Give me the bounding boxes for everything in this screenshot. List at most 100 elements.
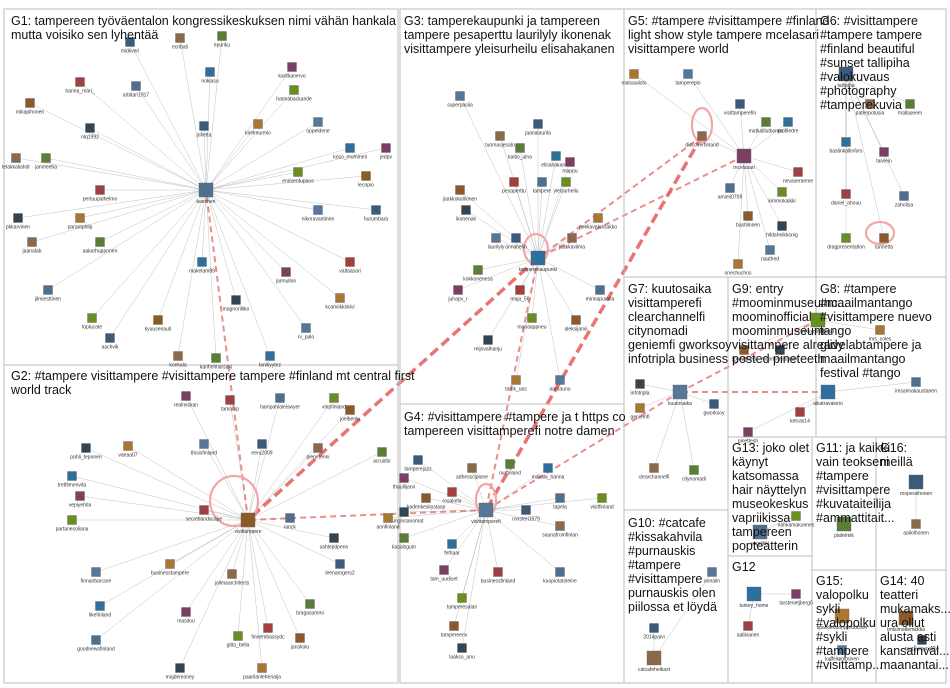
node-nlq1992[interactable]: nlq1992 <box>81 123 99 141</box>
node-ikonenak[interactable]: ikonenak <box>456 205 477 223</box>
node-sahlepdpenn[interactable]: sahlepdpenn <box>320 533 349 551</box>
node-kimmokaikki[interactable]: kimmokaikki <box>768 187 796 205</box>
node-hampahialeiswyer[interactable]: hampahialeiswyer <box>260 393 300 411</box>
node-eeru2009[interactable]: eeru2009 <box>251 439 273 457</box>
node-jaakkavilma[interactable]: jaakkavilma <box>558 233 585 251</box>
node-juhapv_r[interactable]: juhapv_r <box>447 285 468 303</box>
node-hurumbara[interactable]: hurumbara <box>364 205 388 223</box>
node-tapela[interactable]: tapela <box>553 493 567 511</box>
node-tunnetta[interactable]: tunnetta <box>875 233 893 251</box>
node-tmtsimattemiddia[interactable]: tmtsimattemiddia <box>887 610 925 633</box>
node-tretfilmenvita[interactable]: tretfilmenvita <box>58 471 87 489</box>
node-gworksoy[interactable]: gworksoy <box>703 399 725 417</box>
node-janmeeba[interactable]: janmeeba <box>34 153 57 171</box>
node-nokiasu[interactable]: nokiasu <box>201 67 219 85</box>
node-valtaasari[interactable]: valtaasari <box>339 257 361 275</box>
node-moominofficial[interactable]: moominofficial <box>802 312 834 335</box>
node-aachvik[interactable]: aachvik <box>102 333 119 351</box>
node-ecribati[interactable]: ecribati <box>172 33 188 51</box>
node-paarilanlehenalja[interactable]: paarilanlehenalja <box>243 663 281 681</box>
node-aikatravalorio[interactable]: aikatravalorio <box>813 384 843 407</box>
node-clearchannelfi[interactable]: clearchannelfi <box>639 463 670 481</box>
node-geniemfi[interactable]: geniemfi <box>631 403 650 421</box>
node-enimentupaus[interactable]: enimentupaus <box>282 167 314 185</box>
node-lecopio[interactable]: lecopio <box>358 171 374 189</box>
node-reijovalhanju[interactable]: reijovalhanju <box>474 335 502 353</box>
node-annraunu[interactable]: annraunu <box>549 375 571 393</box>
node-aakarhupponen[interactable]: aakarhupponen <box>83 237 118 255</box>
node-laurilyly[interactable]: laurilyly <box>488 233 505 251</box>
node-thaullijarvi[interactable]: thaullijarvi <box>393 473 415 491</box>
node-mikapihonen[interactable]: mikapihonen <box>16 98 45 116</box>
node-tam_uudiset[interactable]: tam_uudiset <box>430 565 458 583</box>
node-finnembassydc[interactable]: finnembassydc <box>251 623 285 641</box>
node-visittamperefi[interactable]: visittamperefi <box>471 502 501 525</box>
node-tamperekaupunki[interactable]: tamperekaupunki <box>519 250 557 273</box>
node-bastinkallinfors[interactable]: bastinkallinfors <box>829 137 863 155</box>
node-elisahakanen[interactable]: elisahakanen <box>541 151 571 169</box>
node-yleisurheilu[interactable]: yleisurheilu <box>553 177 579 195</box>
node-annalin[interactable]: annalin <box>704 567 720 585</box>
node-vepiyehtia[interactable]: vepiyehtia <box>69 491 92 509</box>
node-patenpotusia[interactable]: patenpotusia <box>856 99 885 117</box>
node-hanna_mari_[interactable]: hanna_mari_ <box>65 77 95 95</box>
node-majdemoney[interactable]: majdemoney <box>166 663 195 681</box>
node-maja_56[interactable]: maja_56 <box>510 285 530 303</box>
node-citynomadi[interactable]: citynomadi <box>682 465 706 483</box>
node-kaetinen[interactable]: kaetinen <box>197 182 216 205</box>
node-koso_mummeli[interactable]: koso_mummeli <box>333 143 367 161</box>
node-magnorilliko[interactable]: magnorilliko <box>223 295 250 313</box>
node-saunafromfinlan[interactable]: saunafromfinlan <box>542 521 578 539</box>
node-taivlein[interactable]: taivlein <box>876 147 892 165</box>
node-imsalmakaustanen[interactable]: imsalmakaustanen <box>895 377 937 395</box>
node-discoverfinland[interactable]: discoverfinland <box>685 131 719 149</box>
node-businesstampere[interactable]: businesstampere <box>151 559 189 577</box>
node-thisisfinland[interactable]: thisisfinland <box>191 439 217 457</box>
node-jarmullon[interactable]: jarmullon <box>275 267 297 285</box>
node-vapriikki[interactable]: vapriikki <box>751 524 769 547</box>
node-joelbenlu[interactable]: joelbenlu <box>339 405 360 423</box>
node-pekkaveluksakko[interactable]: pekkaveluksakko <box>579 213 617 231</box>
node-aalikianen[interactable]: aalikianen <box>737 621 760 639</box>
node-kyuusenauti[interactable]: kyuusenauti <box>145 315 172 333</box>
node-tuomasjesalo[interactable]: tuomasjesalo <box>485 131 515 149</box>
node-finnairbarcare[interactable]: finnairbarcare <box>81 567 112 585</box>
node-koekala[interactable]: koekala <box>169 351 187 369</box>
node-bastilinnen[interactable]: bastilinnen <box>736 211 760 229</box>
node-turkey_home[interactable]: turkey_home <box>740 586 769 609</box>
node-kaitio_ulna[interactable]: kaitio_ulna <box>508 143 532 161</box>
node-mallaseem[interactable]: mallaseem <box>898 99 922 117</box>
node-jaanalab[interactable]: jaanalab <box>22 237 42 255</box>
node-likefinland[interactable]: likefinland <box>89 601 111 619</box>
node-visitfinland[interactable]: visitfinland <box>590 493 614 511</box>
node-tamperesalari[interactable]: tamperesalari <box>447 593 477 611</box>
node-pienetenni[interactable]: pienetenni <box>306 443 330 461</box>
node-nahkamakunnes[interactable]: nahkamakunnes <box>778 511 815 529</box>
node-oppeldene[interactable]: oppeldene <box>306 117 330 135</box>
node-malsaaiisto[interactable]: malsaaiisto <box>621 69 647 87</box>
node-kuffeitemminen[interactable]: kuffeitemminen <box>825 645 859 663</box>
node-infotripla[interactable]: infotripla <box>631 379 650 397</box>
node-manaappneu[interactable]: manaappneu <box>517 313 547 331</box>
node-kasalsgum[interactable]: kasalsgum <box>392 533 416 551</box>
node-realmiskan[interactable]: realmiskan <box>174 391 198 409</box>
node-toplucate[interactable]: toplucate <box>82 313 103 331</box>
node-karihelmarsaki[interactable]: karihelmarsaki <box>200 353 232 371</box>
node-kcamiikkokivi[interactable]: kcamiikkokivi <box>325 293 355 311</box>
node-annahelin[interactable]: annahelin <box>505 233 527 251</box>
node-goodnewsfinland[interactable]: goodnewsfinland <box>77 635 115 653</box>
node-jaakkokallionen[interactable]: jaakkokallionen <box>442 185 477 203</box>
node-fethaar[interactable]: fethaar <box>444 539 460 557</box>
node-masitou[interactable]: masitou <box>177 607 195 625</box>
node-jedpv[interactable]: jedpv <box>379 143 392 161</box>
node-tallipiha[interactable]: tallipiha <box>838 66 855 89</box>
node-arbitari1917[interactable]: arbitari1917 <box>123 81 150 99</box>
node-catcafehelkast[interactable]: catcafehelkast <box>638 650 671 673</box>
node-nikoravantinen[interactable]: nikoravantinen <box>302 205 335 223</box>
node-vaeaa07[interactable]: vaeaa07 <box>118 441 138 459</box>
node-tampereplo[interactable]: tampereplo <box>675 69 701 87</box>
node-jaanalaurila[interactable]: jaanalaurila <box>524 119 551 137</box>
node-rv_palo[interactable]: rv_palo <box>298 323 315 341</box>
node-plafelmik[interactable]: plafelmik <box>834 516 854 539</box>
node-roosteri1979[interactable]: roosteri1979 <box>512 505 540 523</box>
